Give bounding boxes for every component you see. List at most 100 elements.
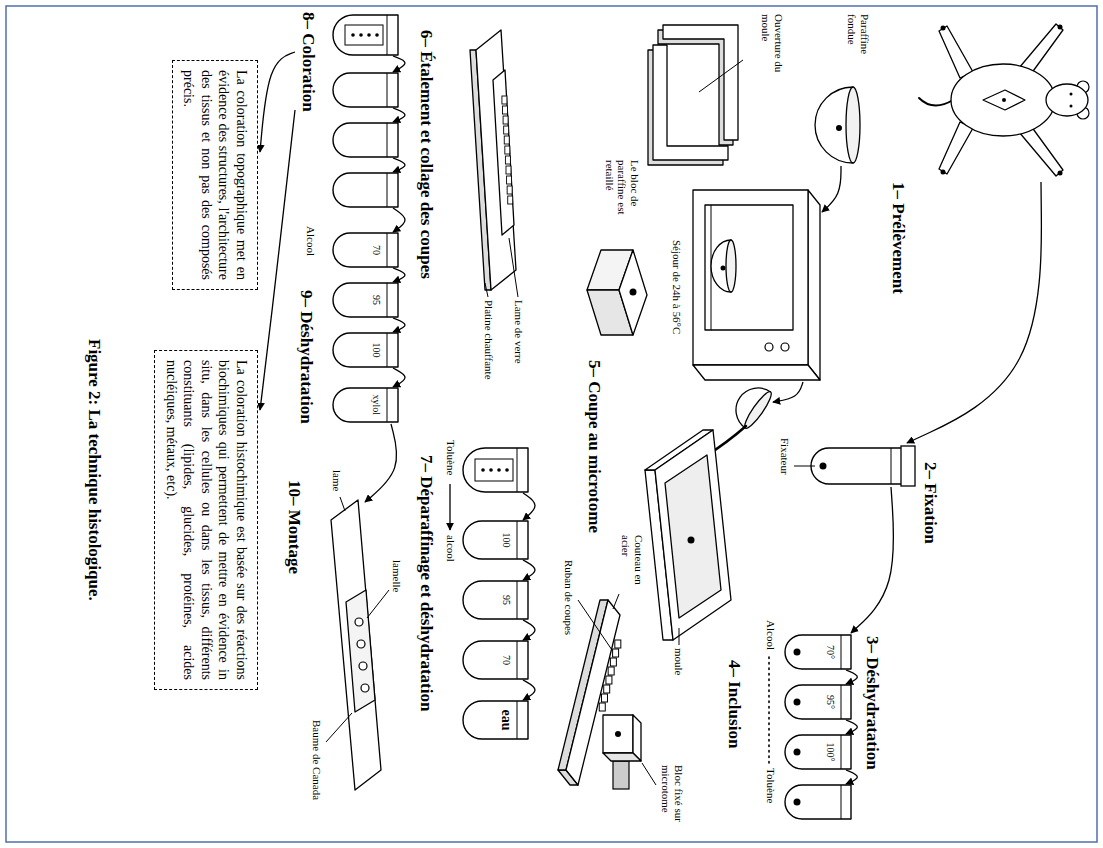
section-ribbon bbox=[606, 676, 612, 684]
liquid-level bbox=[517, 701, 518, 739]
leader-line bbox=[699, 60, 743, 92]
pin bbox=[941, 170, 946, 175]
leader-line bbox=[509, 238, 518, 297]
section-ribbon bbox=[615, 640, 621, 648]
flow-arrow bbox=[851, 487, 894, 633]
figure-caption: Figure 2: La technique histologique. bbox=[84, 339, 103, 601]
section-ribbon bbox=[505, 156, 510, 164]
staining-tubes bbox=[333, 15, 398, 422]
bar-shadow bbox=[658, 30, 733, 145]
part-label: Toluène bbox=[764, 768, 777, 803]
pointer-arrow bbox=[260, 52, 295, 152]
rat-illustration bbox=[919, 24, 1089, 176]
page-frame bbox=[6, 6, 1097, 842]
plate-top bbox=[476, 30, 516, 290]
section-ribbon bbox=[504, 136, 509, 144]
leader-line bbox=[485, 283, 488, 297]
flow-arrow bbox=[449, 484, 450, 530]
section-ribbon bbox=[504, 126, 509, 134]
pin bbox=[1058, 171, 1063, 176]
flow-arrow bbox=[523, 620, 535, 640]
step-title: 5– Coupe au microtome bbox=[584, 360, 603, 533]
test-tube bbox=[463, 641, 528, 679]
tissue-sample bbox=[630, 289, 637, 296]
pointer-arrow bbox=[260, 110, 295, 410]
tissue-sample bbox=[615, 731, 621, 737]
liquid-level bbox=[387, 333, 388, 367]
step-title: 3– Déshydratation bbox=[862, 636, 881, 770]
step-title: 9– Déshydratation bbox=[296, 290, 315, 424]
tissue-sample bbox=[794, 749, 801, 756]
rat-leg bbox=[1019, 126, 1063, 176]
dish-rim bbox=[846, 87, 860, 163]
pin bbox=[1058, 25, 1063, 30]
section-ribbon bbox=[506, 166, 511, 174]
mounted-slide bbox=[331, 500, 381, 790]
block-face bbox=[603, 715, 633, 753]
tube-label: 100 bbox=[371, 343, 381, 358]
tube-label: eau bbox=[499, 710, 513, 731]
leader-line bbox=[794, 466, 815, 467]
fixative-tube bbox=[794, 446, 915, 486]
tissue-sample bbox=[721, 266, 726, 271]
tube-label: 70 bbox=[371, 245, 381, 255]
tissue-section bbox=[367, 33, 371, 37]
liquid-level bbox=[517, 448, 518, 492]
part-label: Platine chauffante bbox=[482, 300, 495, 380]
flow-arrow bbox=[365, 424, 397, 502]
section-ribbon bbox=[503, 106, 508, 114]
tissue-sample bbox=[820, 463, 827, 470]
rat-body bbox=[951, 64, 1055, 136]
tube-label: 70 bbox=[501, 655, 511, 665]
liquid-level bbox=[517, 581, 518, 619]
paraffin-block bbox=[587, 250, 647, 335]
tissue-sample bbox=[794, 699, 801, 706]
flow-arrow bbox=[907, 182, 1041, 443]
tissue-section bbox=[357, 640, 365, 648]
liquid-level bbox=[517, 641, 518, 679]
oven-knob bbox=[781, 343, 789, 351]
organ-sample bbox=[1002, 98, 1006, 102]
tube-label: 95 bbox=[371, 295, 381, 305]
oven bbox=[693, 190, 820, 380]
rat-tail bbox=[919, 98, 953, 106]
test-tube bbox=[333, 388, 398, 422]
slide-rack bbox=[345, 25, 383, 45]
section-ribbon bbox=[502, 96, 507, 104]
test-tube bbox=[811, 448, 905, 484]
part-label: alcool bbox=[444, 535, 457, 562]
leader-line bbox=[642, 763, 656, 785]
rat-eye bbox=[1070, 105, 1073, 108]
tissue-section bbox=[355, 618, 363, 626]
test-tube bbox=[333, 233, 398, 267]
oven-knob bbox=[765, 343, 773, 351]
tissue-section bbox=[359, 662, 367, 670]
liquid-level bbox=[841, 785, 842, 819]
dish-rim bbox=[741, 389, 774, 431]
step-title: 8– Coloration bbox=[298, 12, 317, 112]
test-tube bbox=[333, 73, 398, 107]
tissue-sample bbox=[794, 649, 801, 656]
liquid-level bbox=[387, 283, 388, 317]
flow-arrow bbox=[822, 166, 841, 212]
slide-rack bbox=[475, 459, 513, 481]
tube-label: 95 bbox=[501, 595, 511, 605]
flow-arrow bbox=[393, 268, 405, 282]
dewaxing-tubes bbox=[463, 448, 528, 739]
liquid-level bbox=[387, 123, 388, 157]
flow-arrow bbox=[523, 493, 535, 520]
leader-line bbox=[367, 590, 389, 618]
part-label: moule bbox=[672, 648, 685, 676]
step-title: 1– Prélèvement bbox=[888, 182, 907, 294]
bar-top bbox=[653, 45, 728, 160]
bar-top bbox=[663, 25, 738, 140]
part-label: Alcool bbox=[304, 226, 317, 256]
liquid-level bbox=[387, 73, 388, 107]
section-ribbon bbox=[507, 176, 512, 184]
step-title: 6– Étalement et collage des coupes bbox=[416, 30, 435, 279]
tissue-section bbox=[351, 33, 355, 37]
tissue-section bbox=[489, 468, 493, 472]
note-text: La coloration topographique met en évide… bbox=[180, 70, 250, 280]
mould-cavity bbox=[665, 455, 721, 618]
block-face bbox=[603, 753, 641, 761]
